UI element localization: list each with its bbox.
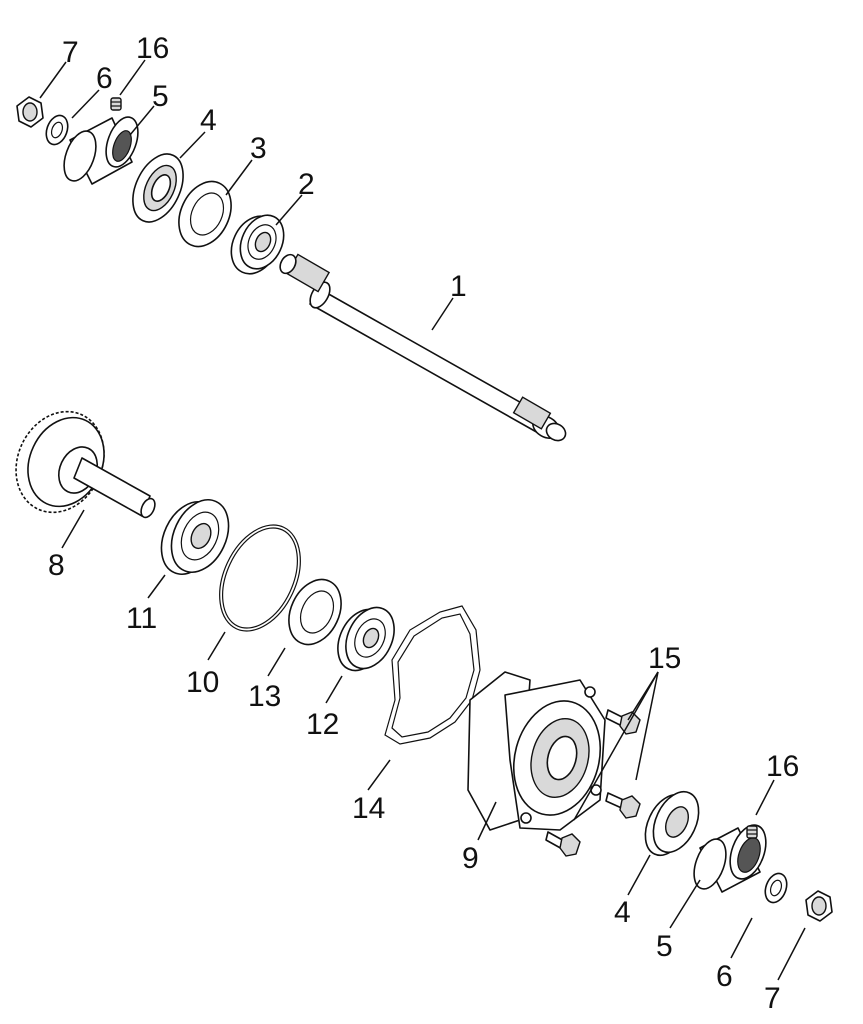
callout-1: 1 bbox=[450, 270, 467, 303]
part-13-retainer-plate bbox=[288, 578, 342, 646]
callout-15: 15 bbox=[648, 642, 681, 675]
part-5-coupling-lower bbox=[693, 824, 767, 893]
callout-7-upper: 7 bbox=[62, 36, 79, 69]
part-9-housing bbox=[467, 671, 606, 831]
part-1-axle-shaft bbox=[279, 253, 567, 442]
callout-8: 8 bbox=[48, 549, 65, 582]
part-15-bolt-a bbox=[605, 709, 641, 735]
callout-6-lower: 6 bbox=[716, 960, 733, 993]
part-11-bearing bbox=[160, 499, 230, 575]
part-7-nut-lower bbox=[805, 890, 833, 922]
callout-9: 9 bbox=[462, 842, 479, 875]
part-6-washer-lower bbox=[764, 872, 788, 904]
callout-10: 10 bbox=[186, 666, 219, 699]
leader-lines bbox=[39, 59, 806, 981]
part-15-bolt-b bbox=[605, 792, 641, 819]
callout-4-upper: 4 bbox=[200, 104, 217, 137]
callout-13: 13 bbox=[248, 680, 281, 713]
part-8-pinion-gear bbox=[15, 410, 156, 519]
part-6-washer-upper bbox=[45, 114, 69, 146]
callout-16-upper: 16 bbox=[136, 32, 169, 65]
callout-12: 12 bbox=[306, 708, 339, 741]
part-7-nut-upper bbox=[16, 96, 44, 128]
callout-7-lower: 7 bbox=[764, 982, 781, 1015]
part-16-set-screw-lower bbox=[746, 825, 758, 839]
callout-5-lower: 5 bbox=[656, 930, 673, 963]
callout-2: 2 bbox=[298, 168, 315, 201]
callout-4-lower: 4 bbox=[614, 896, 631, 929]
callout-6-upper: 6 bbox=[96, 62, 113, 95]
part-15-bolt-c bbox=[545, 831, 581, 857]
callout-5-upper: 5 bbox=[152, 80, 169, 113]
part-14-gasket bbox=[384, 605, 481, 745]
part-10-o-ring bbox=[219, 524, 301, 632]
callout-3: 3 bbox=[250, 132, 267, 165]
part-2-bearing bbox=[230, 214, 285, 275]
callout-11: 11 bbox=[126, 602, 157, 635]
part-3-retainer-plate bbox=[178, 180, 232, 248]
part-4-seal-lower bbox=[644, 790, 700, 857]
callout-14: 14 bbox=[352, 792, 385, 825]
part-5-coupling-upper bbox=[63, 116, 139, 185]
part-12-bearing bbox=[337, 606, 395, 672]
callout-16-lower: 16 bbox=[766, 750, 799, 783]
part-16-set-screw-upper bbox=[110, 97, 122, 111]
part-4-seal-upper bbox=[132, 153, 184, 223]
